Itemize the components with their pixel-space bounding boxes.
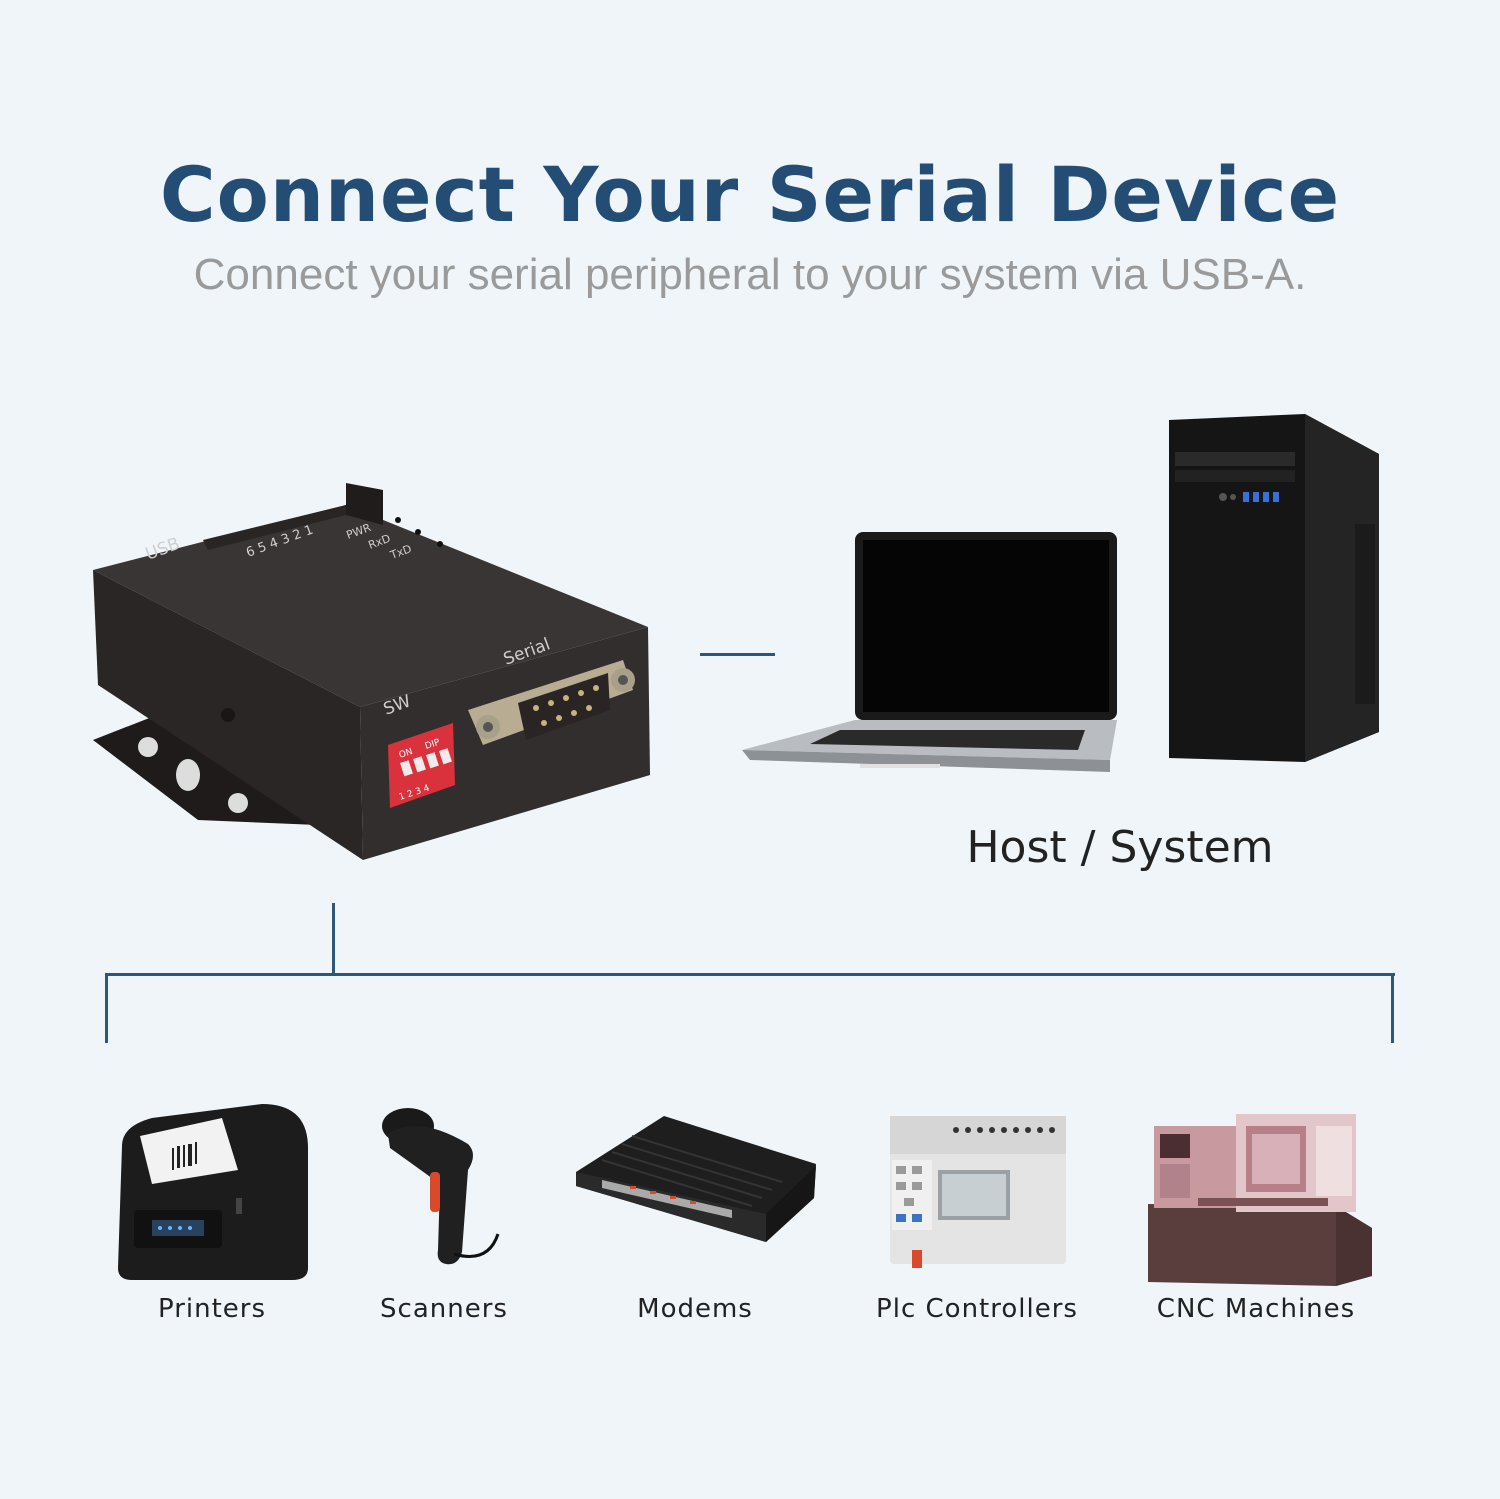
usb-serial-adapter-image: USB 6 5 4 3 2 1 PWR RxD TxD SW Serial ON… (93, 483, 650, 860)
dip-dip-label: DIP (424, 738, 442, 752)
plc-controller-icon (890, 1116, 1066, 1268)
desktop-tower-image (1169, 414, 1379, 762)
bus-left-drop (105, 973, 108, 1043)
peripheral-label-cnc: CNC Machines (1156, 1294, 1356, 1324)
adapter-down-connector (332, 903, 335, 975)
dip-on-label: ON (398, 747, 414, 761)
page-subtitle: Connect your serial peripheral to your s… (193, 250, 1307, 299)
laptop-image (742, 532, 1117, 772)
bus-right-drop (1391, 973, 1394, 1043)
peripheral-label-modems: Modems (637, 1294, 753, 1324)
barcode-scanner-icon (382, 1108, 500, 1265)
cnc-machine-icon (1148, 1114, 1372, 1286)
host-system-label: Host / System (966, 822, 1274, 873)
peripheral-label-scanners: Scanners (380, 1294, 508, 1324)
peripheral-bus-line (105, 973, 1395, 976)
peripheral-label-plc: Plc Controllers (876, 1294, 1078, 1324)
adapter-host-connector (700, 653, 775, 656)
modem-icon (576, 1116, 816, 1242)
peripheral-label-printers: Printers (157, 1294, 267, 1324)
thermal-printer-icon (118, 1104, 308, 1280)
page-title: Connect Your Serial Device (159, 150, 1341, 239)
